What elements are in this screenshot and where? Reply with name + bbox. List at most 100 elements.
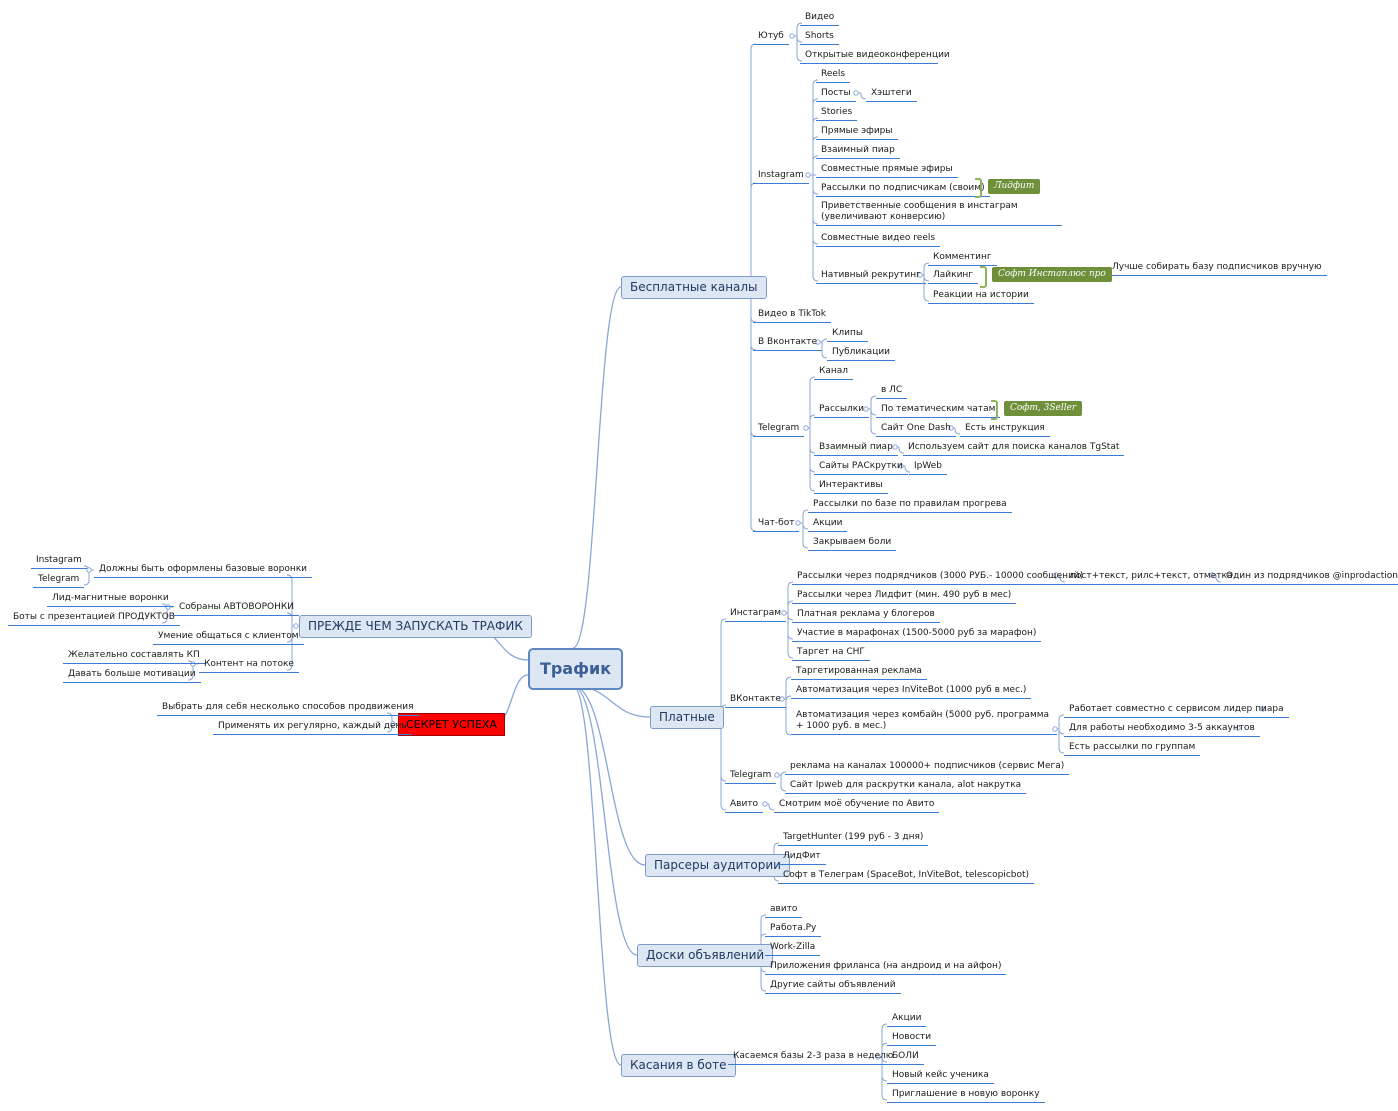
node-marathons[interactable]: Участие в марафонах (1500-5000 руб за ма…	[792, 628, 1042, 642]
node-youtube-video[interactable]: Видео	[800, 12, 840, 26]
node-paid-telegram[interactable]: Telegram	[725, 770, 777, 784]
node-touch-case[interactable]: Новый кейс ученика	[887, 1070, 994, 1084]
collapse-dot[interactable]	[1260, 706, 1266, 712]
branch-boards[interactable]: Доски объявлений	[637, 944, 774, 967]
node-commenting[interactable]: Комментинг	[928, 252, 997, 266]
node-paid-instagram[interactable]: Инстаграм	[725, 608, 787, 622]
node-board-freelance-apps[interactable]: Приложения фриланса (на андроид и на айф…	[765, 961, 1007, 975]
collapse-dot[interactable]	[805, 172, 811, 178]
node-live[interactable]: Прямые эфиры	[816, 126, 898, 140]
tag-lidfit[interactable]: Лидфит	[988, 179, 1041, 194]
node-welcome-messages[interactable]: Приветственные сообщения в инстаграм (ув…	[816, 201, 1062, 226]
node-liking[interactable]: Лайкинг	[928, 270, 979, 284]
node-invitebot[interactable]: Автоматизация через InViteBot (1000 руб …	[791, 685, 1032, 699]
collapse-dot[interactable]	[898, 463, 904, 469]
collapse-dot[interactable]	[1052, 726, 1058, 732]
node-telegram-soft[interactable]: Софт в Телеграм (SpaceBot, InViteBot, te…	[778, 870, 1035, 884]
node-tg-channel[interactable]: Канал	[814, 366, 854, 380]
node-youtube-shorts[interactable]: Shorts	[800, 31, 839, 45]
root-topic[interactable]: Трафик	[528, 648, 623, 690]
node-targeted-ads[interactable]: Таргетированная реклама	[791, 666, 927, 680]
node-product-bots[interactable]: Боты с презентацией ПРОДУКТОВ	[8, 612, 180, 626]
collapse-dot[interactable]	[390, 721, 396, 727]
node-group-mailing[interactable]: Есть рассылки по группам	[1064, 742, 1201, 756]
node-accounts[interactable]: Для работы необходимо 3-5 аккаунтов	[1064, 723, 1260, 737]
node-combine[interactable]: Автоматизация через комбайн (5000 руб. п…	[791, 710, 1057, 735]
branch-free-channels[interactable]: Бесплатные каналы	[621, 276, 767, 299]
node-funnel-instagram[interactable]: Instagram	[31, 555, 87, 569]
node-ipweb[interactable]: IpWeb	[909, 461, 947, 475]
node-chatbot-promos[interactable]: Акции	[808, 518, 848, 532]
node-tg-thematic-chats[interactable]: По тематическим чатам	[876, 404, 1001, 418]
collapse-dot[interactable]	[86, 567, 92, 573]
node-touch-frequency[interactable]: Касаемся базы 2-3 раза в неделю	[728, 1051, 899, 1065]
collapse-dot[interactable]	[1235, 725, 1241, 731]
node-free-telegram[interactable]: Telegram	[753, 423, 805, 437]
collapse-dot[interactable]	[789, 33, 795, 39]
collapse-dot[interactable]	[853, 90, 859, 96]
node-hashtags[interactable]: Хэштеги	[866, 88, 917, 102]
collapse-dot[interactable]	[1209, 572, 1215, 578]
node-free-vk[interactable]: В Вконтакте	[753, 337, 823, 351]
node-subscriber-mailing[interactable]: Рассылки по подписчикам (своим)	[816, 183, 990, 197]
node-cis-target[interactable]: Таргет на СНГ	[792, 647, 870, 661]
branch-paid[interactable]: Платные	[650, 706, 724, 729]
node-tgstat[interactable]: Используем сайт для поиска каналов TgSta…	[903, 442, 1125, 456]
node-youtube[interactable]: Ютуб	[753, 31, 789, 45]
node-apply-daily[interactable]: Применять их регулярно, каждый день	[213, 721, 412, 735]
node-chatbot-pains[interactable]: Закрываем боли	[808, 537, 897, 551]
node-paid-avito[interactable]: Авито	[725, 799, 764, 813]
collapse-dot[interactable]	[774, 772, 780, 778]
node-reels[interactable]: Reels	[816, 69, 851, 83]
node-targethunter[interactable]: TargetHunter (199 руб - 3 дня)	[778, 832, 929, 846]
node-client-communication[interactable]: Умение общаться с клиентом	[153, 631, 304, 645]
collapse-dot[interactable]	[190, 661, 196, 667]
collapse-dot[interactable]	[762, 801, 768, 807]
collapse-dot[interactable]	[948, 425, 954, 431]
branch-bot-touches[interactable]: Касания в боте	[621, 1054, 736, 1077]
node-joint-reels[interactable]: Совместные видео reels	[816, 233, 941, 247]
collapse-dot[interactable]	[795, 520, 801, 526]
node-mutual-pr[interactable]: Взаимный пиар	[816, 145, 900, 159]
node-tg-mailings[interactable]: Рассылки	[814, 404, 869, 418]
node-choose-methods[interactable]: Выбрать для себя несколько способов прод…	[157, 702, 419, 716]
tag-3seller[interactable]: Софт, 3Seller	[1004, 401, 1083, 416]
collapse-dot[interactable]	[293, 623, 299, 629]
node-chatbot-warmup[interactable]: Рассылки по базе по правилам прогрева	[808, 499, 1012, 513]
collapse-dot[interactable]	[1053, 572, 1059, 578]
node-tiktok[interactable]: Видео в TikTok	[753, 309, 831, 323]
node-stories[interactable]: Stories	[816, 107, 858, 121]
node-contractor-one[interactable]: Один из подрядчиков @inprodactionst	[1221, 571, 1398, 585]
node-vk-publications[interactable]: Публикации	[827, 347, 896, 361]
node-chatbot[interactable]: Чат-бот	[753, 518, 800, 532]
node-kp[interactable]: Желательно составлять КП	[63, 650, 205, 664]
collapse-dot[interactable]	[815, 339, 821, 345]
node-interactives[interactable]: Интерактивы	[814, 480, 888, 494]
collapse-dot[interactable]	[892, 444, 898, 450]
node-parser-lidfit[interactable]: ЛидФит	[778, 851, 826, 865]
node-manual-base-tip[interactable]: Лучше собирать базу подписчиков вручную	[1107, 262, 1327, 276]
node-post-text[interactable]: пост+текст, рилс+текст, отметка	[1065, 571, 1238, 585]
node-board-avito[interactable]: авито	[765, 904, 803, 918]
node-ipweb-promo[interactable]: Сайт Ipweb для раскрутки канала, alot на…	[785, 780, 1027, 794]
node-touch-new-funnel[interactable]: Приглашение в новую воронку	[887, 1089, 1045, 1103]
collapse-dot[interactable]	[803, 425, 809, 431]
collapse-dot[interactable]	[779, 696, 785, 702]
collapse-dot[interactable]	[917, 272, 923, 278]
node-bloggers[interactable]: Платная реклама у блогеров	[792, 609, 940, 623]
collapse-dot[interactable]	[863, 406, 869, 412]
branch-parsers[interactable]: Парсеры аудитории	[645, 854, 790, 877]
node-joint-live[interactable]: Совместные прямые эфиры	[816, 164, 958, 178]
node-promo-sites[interactable]: Сайты РАСкрутки	[814, 461, 908, 475]
node-paid-vk[interactable]: ВКонтакте	[725, 694, 786, 708]
node-instruction[interactable]: Есть инструкция	[960, 423, 1050, 437]
node-native-recruiting[interactable]: Нативный рекрутинг	[816, 270, 926, 284]
node-contractors[interactable]: Рассылки через подрядчиков (3000 РУБ.- 1…	[792, 571, 1089, 585]
node-tg-dm[interactable]: в ЛС	[876, 385, 908, 399]
node-lidfit-mailing[interactable]: Рассылки через Лидфит (мин. 490 руб в ме…	[792, 590, 1017, 604]
collapse-dot[interactable]	[781, 610, 787, 616]
node-story-reactions[interactable]: Реакции на истории	[928, 290, 1034, 304]
node-youtube-conferences[interactable]: Открытые видеоконференции	[800, 50, 950, 64]
collapse-dot[interactable]	[165, 604, 171, 610]
node-posts[interactable]: Посты	[816, 88, 856, 102]
